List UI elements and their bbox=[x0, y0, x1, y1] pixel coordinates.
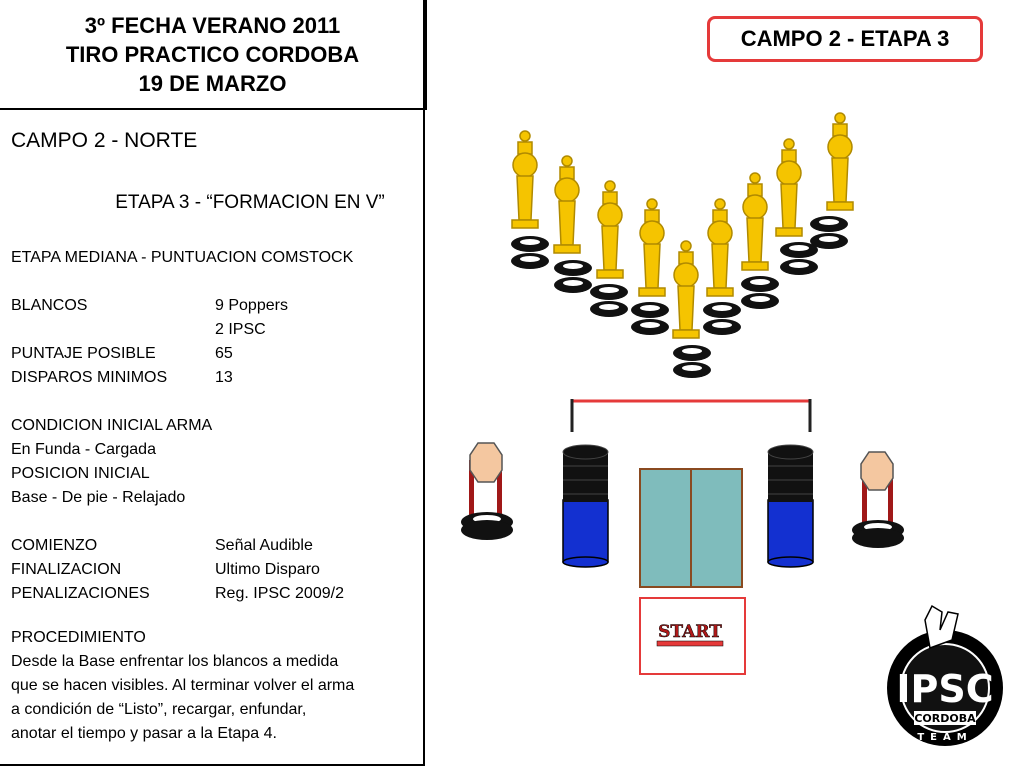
event-club: TIRO PRACTICO CORDOBA bbox=[65, 42, 360, 67]
detail-key: POSICION INICIAL bbox=[11, 465, 150, 482]
event-date: 19 DE MARZO bbox=[138, 71, 287, 96]
popper-target bbox=[706, 198, 734, 297]
detail-key: Base - De pie - Relajado bbox=[11, 489, 186, 506]
logo-text: IPSC bbox=[896, 667, 993, 711]
victory-hand-icon bbox=[924, 604, 959, 650]
popper-target bbox=[511, 130, 539, 229]
start-box: START bbox=[639, 597, 746, 675]
detail-key: PUNTAJE POSIBLE bbox=[11, 345, 156, 362]
tire-stack bbox=[554, 260, 592, 293]
etapa-title: ETAPA 3 - “FORMACION EN V” bbox=[115, 192, 385, 213]
event-title: 3º FECHA VERANO 2011 bbox=[84, 13, 341, 38]
tire-stack bbox=[511, 236, 549, 269]
popper-target bbox=[741, 172, 769, 271]
info-panel bbox=[0, 0, 425, 766]
popper-targets bbox=[511, 112, 854, 378]
procedure-title: PROCEDIMIENTO bbox=[11, 629, 146, 646]
procedure-line: que se hacen visibles. Al terminar volve… bbox=[11, 677, 355, 694]
ipsc-target-left bbox=[461, 442, 513, 540]
tire-stack bbox=[810, 216, 848, 249]
start-label: START bbox=[658, 622, 722, 642]
detail-value: 65 bbox=[215, 345, 233, 362]
barrel-right bbox=[767, 444, 814, 568]
tire-stack bbox=[590, 284, 628, 317]
popper-target bbox=[826, 112, 854, 211]
logo-ring-text: TEAM bbox=[917, 732, 972, 743]
tire-stack bbox=[673, 345, 711, 378]
tire-stack bbox=[631, 302, 669, 335]
detail-key: FINALIZACION bbox=[11, 561, 122, 578]
popper-target bbox=[775, 138, 803, 237]
procedure-line: a condición de “Listo”, recargar, enfund… bbox=[11, 701, 307, 718]
detail-value: Señal Audible bbox=[215, 537, 313, 554]
fault-line bbox=[570, 399, 812, 432]
detail-value: 13 bbox=[215, 369, 233, 386]
detail-value: 9 Poppers bbox=[215, 297, 288, 314]
detail-value: 2 IPSC bbox=[215, 321, 266, 338]
vision-barrier bbox=[639, 468, 743, 588]
procedure-line: anotar el tiempo y pasar a la Etapa 4. bbox=[11, 725, 277, 742]
detail-key: DISPAROS MINIMOS bbox=[11, 369, 168, 386]
popper-target bbox=[553, 155, 581, 254]
popper-target bbox=[672, 240, 700, 339]
barrel-left bbox=[562, 444, 609, 568]
ipsc-cordoba-logo: IPSC CORDOBA TEAM bbox=[887, 604, 1003, 746]
detail-key: COMIENZO bbox=[11, 537, 98, 554]
ipsc-target-right bbox=[852, 451, 904, 548]
stage-badge: CAMPO 2 - ETAPA 3 bbox=[707, 16, 983, 62]
popper-target bbox=[638, 198, 666, 297]
stage-diagram: START IPSC CORDOBA TEAM bbox=[461, 112, 1003, 746]
stage-description: CAMPO 2 - NORTE ETAPA 3 - “FORMACION EN … bbox=[11, 128, 421, 742]
detail-key: PENALIZACIONES bbox=[11, 585, 150, 602]
detail-value: Ultimo Disparo bbox=[215, 561, 320, 578]
detail-key: ETAPA MEDIANA - PUNTUACION COMSTOCK bbox=[11, 249, 354, 266]
detail-key: En Funda - Cargada bbox=[11, 441, 156, 458]
procedure-block: PROCEDIMIENTO Desde la Base enfrentar lo… bbox=[11, 626, 421, 746]
logo-subtext: CORDOBA bbox=[914, 712, 976, 725]
popper-target bbox=[596, 180, 624, 279]
detail-key: BLANCOS bbox=[11, 297, 88, 314]
event-header: 3º FECHA VERANO 2011 TIRO PRACTICO CORDO… bbox=[0, 0, 427, 110]
detail-key: CONDICION INICIAL ARMA bbox=[11, 417, 213, 434]
tire-stack bbox=[703, 302, 741, 335]
procedure-line: Desde la Base enfrentar los blancos a me… bbox=[11, 653, 339, 670]
campo-title: CAMPO 2 - NORTE bbox=[11, 129, 198, 152]
detail-value: Reg. IPSC 2009/2 bbox=[215, 585, 344, 602]
tire-stack bbox=[741, 276, 779, 309]
tire-stack bbox=[780, 242, 818, 275]
